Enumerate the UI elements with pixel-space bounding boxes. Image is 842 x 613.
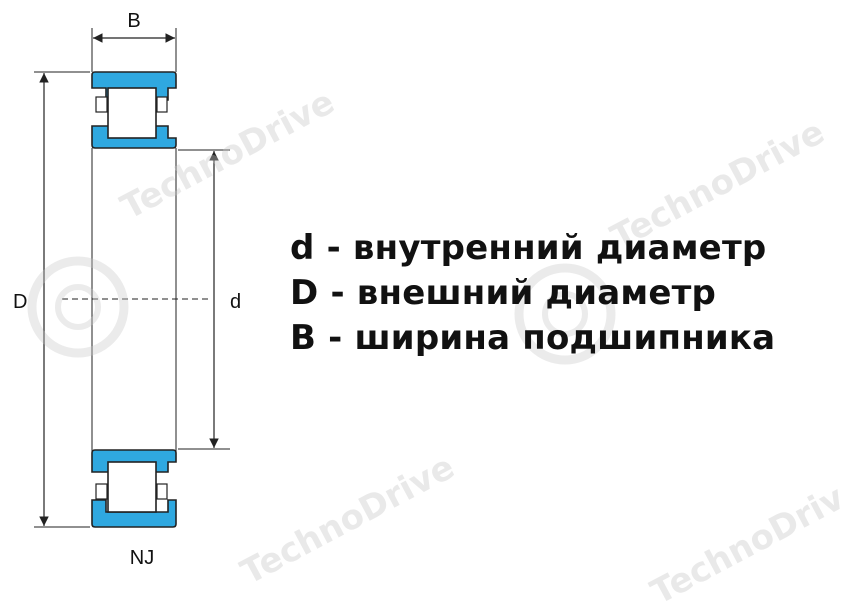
outer-diameter-dimension (34, 71, 90, 528)
outer-diameter-label: D (13, 291, 27, 313)
bearing-drawing: B D d NJ (13, 10, 616, 569)
upper-bearing-section (91, 71, 177, 149)
inner-diameter-dimension (178, 149, 230, 450)
width-label: B (127, 10, 140, 32)
lower-bearing-section (91, 449, 177, 528)
bearing-type-label: NJ (130, 547, 154, 569)
inner-diameter-label: d (230, 291, 241, 313)
watermark-logo (27, 256, 616, 365)
legend: d - внутренний диаметр D - внешний диаме… (290, 226, 775, 361)
width-dimension (91, 28, 177, 72)
legend-outer-diameter: D - внешний диаметр (290, 273, 717, 313)
legend-width: B - ширина подшипника (290, 318, 776, 358)
legend-inner-diameter: d - внутренний диаметр (290, 228, 767, 268)
